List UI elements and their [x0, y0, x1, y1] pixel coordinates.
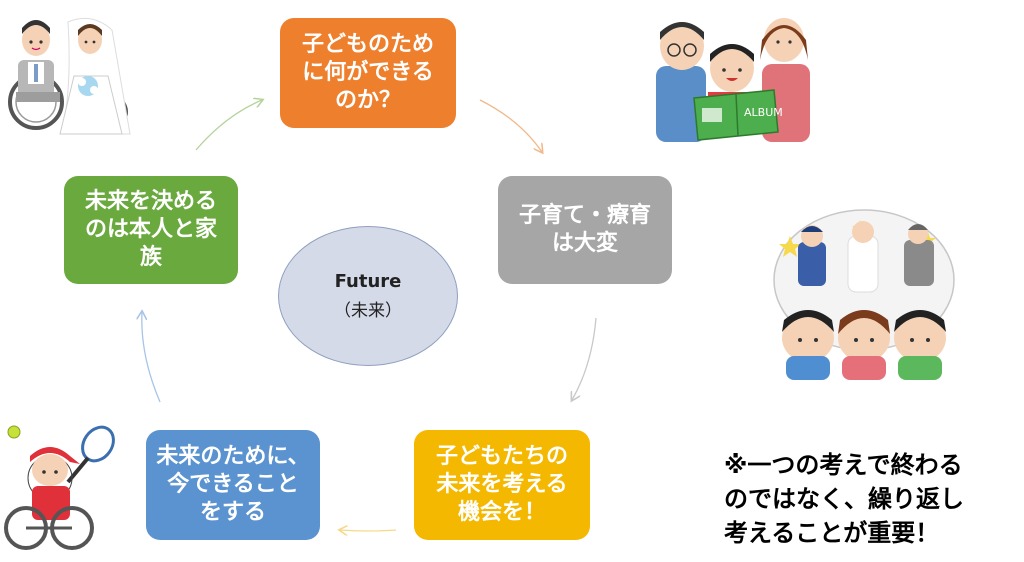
importance-note: ※一つの考えで終わる のではなく、繰り返し 考えることが重要！: [724, 451, 964, 547]
family-photo-album-icon: ALBUM: [656, 18, 810, 142]
cycle-node-yellow: 子どもたちの 未来を考える 機会を！: [414, 430, 590, 540]
center-title: Future: [334, 271, 402, 292]
children-dreaming-futures-icon: [773, 209, 955, 380]
arrow-green-to-orange: [195, 100, 262, 151]
arrow-yellow-to-blue: [340, 530, 397, 531]
arrow-orange-to-gray: [479, 99, 542, 152]
arrow-blue-to-green: [142, 312, 161, 403]
album-label: ALBUM: [744, 106, 783, 119]
cycle-node-green: 未来を決める のは本人と家 族: [64, 176, 238, 284]
arrow-gray-to-yellow: [572, 317, 597, 400]
cycle-node-gray: 子育て・療育 は大変: [498, 176, 672, 284]
cycle-node-blue: 未来のために、 今できること をする: [146, 430, 320, 540]
cycle-node-orange: 子どものため に何ができる のか？: [280, 18, 456, 128]
wedding-couple-wheelchair-icon: [8, 17, 131, 135]
wheelchair-tennis-player-icon: [4, 425, 115, 550]
center-subtitle: （未来）: [334, 301, 402, 321]
center-ellipse: Future （未来）: [278, 226, 458, 366]
